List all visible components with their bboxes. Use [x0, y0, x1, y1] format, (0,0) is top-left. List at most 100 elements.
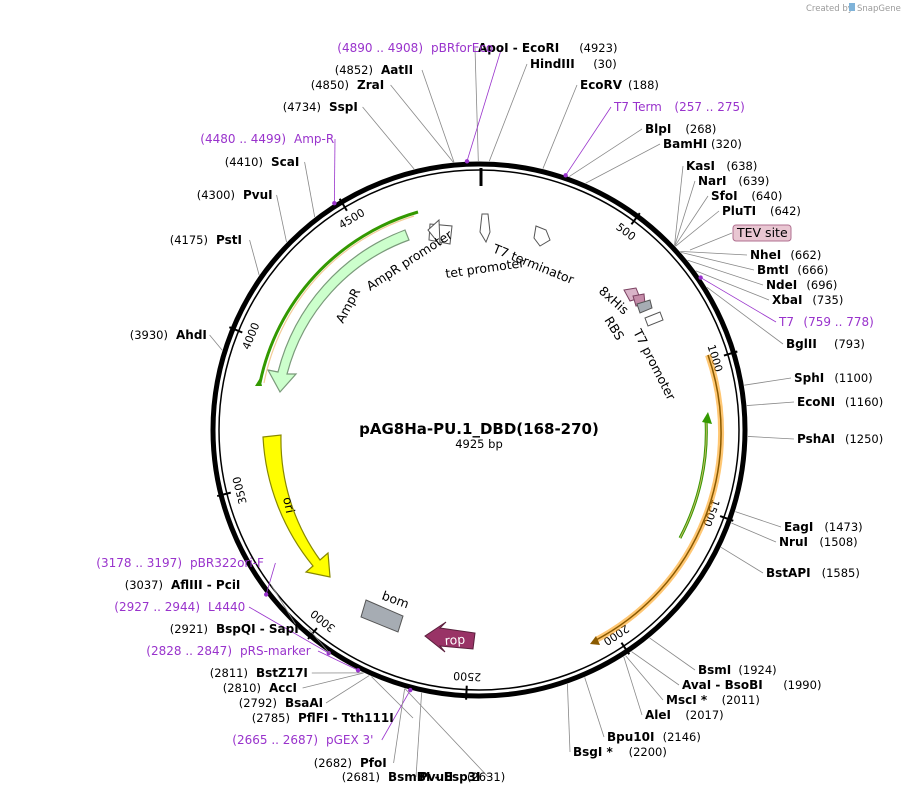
site-name: pRS-marker	[240, 644, 311, 658]
site-name: pBRforEco	[431, 41, 493, 55]
primer-label-t7[interactable]: T7(759 .. 778)	[778, 315, 874, 329]
site-label-hindiii[interactable]: HindIII(30)	[530, 57, 617, 71]
site-label-eagi[interactable]: EagI(1473)	[784, 520, 863, 534]
leader-line	[466, 47, 502, 162]
leader-line	[302, 672, 364, 689]
site-label-alei[interactable]: AleI(2017)	[645, 708, 724, 722]
site-label-sspi[interactable]: (4734)SspI	[283, 100, 358, 114]
site-label-xbai[interactable]: XbaI(735)	[772, 293, 843, 307]
feature-t7-terminator[interactable]	[533, 225, 551, 247]
site-label-bmti[interactable]: BmtI(666)	[757, 263, 828, 277]
site-name: PstI	[216, 233, 242, 247]
site-label-sphi[interactable]: SphI(1100)	[794, 371, 873, 385]
site-label-bspqi-sapi[interactable]: (2921)BspQI - SapI	[170, 622, 299, 636]
primer-label-amp-r[interactable]: (4480 .. 4499)Amp-R	[200, 132, 334, 146]
site-label-tev-site[interactable]: TEV site	[732, 224, 792, 242]
site-name: AhdI	[176, 328, 207, 342]
site-label-avai-bsobi[interactable]: AvaI - BsoBI(1990)	[682, 678, 821, 692]
feature-tet-promoter[interactable]	[479, 213, 491, 244]
site-position: (2682)	[314, 756, 352, 770]
site-position: (4852)	[335, 63, 373, 77]
primer-label-pgex-3[interactable]: (2665 .. 2687)pGEX 3'	[232, 733, 373, 747]
tick-label: 3500	[230, 475, 249, 505]
feature-rbs[interactable]	[636, 299, 653, 314]
site-name: AccI	[269, 681, 297, 695]
site-name: AvaI - BsoBI	[682, 678, 763, 692]
site-position: (2810)	[223, 681, 261, 695]
site-label-bglii[interactable]: BglII(793)	[786, 337, 865, 351]
site-label-pfoi[interactable]: (2682)PfoI	[314, 756, 387, 770]
site-label-nari[interactable]: NarI(639)	[698, 174, 769, 188]
site-position: (2665 .. 2687)	[232, 733, 318, 747]
site-label-bpu10i[interactable]: Bpu10I(2146)	[607, 730, 701, 744]
primer-label-pbr322ori-f[interactable]: (3178 .. 3197)pBR322ori-F	[96, 556, 264, 570]
site-name: ZraI	[357, 78, 384, 92]
feature-rop-arrow[interactable]	[424, 621, 476, 653]
leader-line	[567, 684, 571, 753]
site-name: SfoI	[711, 189, 738, 203]
site-label-bstapi[interactable]: BstAPI(1585)	[766, 566, 860, 580]
leader-line	[585, 143, 661, 184]
site-label-sfoi[interactable]: SfoI(640)	[711, 189, 782, 203]
site-position: (1160)	[845, 395, 883, 409]
site-label-econi[interactable]: EcoNI(1160)	[797, 395, 883, 409]
site-name: SphI	[794, 371, 824, 385]
feature-label-t7-promoter: T7 promoter	[630, 326, 679, 404]
feature-label-rbs: RBS	[601, 314, 627, 343]
site-label-pluti[interactable]: PluTI(642)	[722, 204, 801, 218]
site-position: (2828 .. 2847)	[146, 644, 232, 658]
site-label-afliii-pcii[interactable]: (3037)AflIII - PciI	[125, 578, 241, 592]
leader-line	[695, 270, 770, 301]
site-position: (4410)	[225, 155, 263, 169]
site-label-bsgi[interactable]: BsgI *(2200)	[573, 745, 667, 759]
site-position: (666)	[797, 263, 828, 277]
site-label-bsmi[interactable]: BsmI(1924)	[698, 663, 777, 677]
site-label-scai[interactable]: (4410)ScaI	[225, 155, 300, 169]
site-label-bstz17i[interactable]: (2811)BstZ17I	[210, 666, 308, 680]
site-label-pvui[interactable]: (4300)PvuI	[197, 188, 273, 202]
site-label-ndei[interactable]: NdeI(696)	[766, 278, 837, 292]
site-position: (2631)	[467, 770, 505, 784]
feature-t7-promoter[interactable]	[644, 311, 664, 327]
primer-label-l4440[interactable]: (2927 .. 2944)L4440	[114, 600, 245, 614]
feature-ampr-arrow[interactable]	[255, 210, 419, 394]
site-label-zrai[interactable]: (4850)ZraI	[311, 78, 384, 92]
primer-label-t7-term[interactable]: T7 Term(257 .. 275)	[613, 100, 745, 114]
primer-site-marker	[332, 200, 337, 206]
site-name: KasI	[686, 159, 715, 173]
tick-mark	[719, 515, 734, 522]
site-name: BlpI	[645, 122, 671, 136]
feature-ampr-promoter[interactable]	[427, 218, 453, 247]
site-label-pflfi-tth111i[interactable]: (2785)PflFI - Tth111I	[252, 711, 394, 725]
site-position: (639)	[738, 174, 769, 188]
site-label-ecorv[interactable]: EcoRV(188)	[580, 78, 659, 92]
site-label-kasi[interactable]: KasI(638)	[686, 159, 757, 173]
leader-line	[404, 688, 489, 778]
site-label-blpi[interactable]: BlpI(268)	[645, 122, 716, 136]
site-label-psti[interactable]: (4175)PstI	[170, 233, 242, 247]
site-position: (2792)	[239, 696, 277, 710]
site-label-ahdi[interactable]: (3930)AhdI	[130, 328, 207, 342]
site-label-msci[interactable]: MscI *(2011)	[666, 693, 760, 707]
site-label-pvuii[interactable]: PvuII(2631)	[419, 770, 505, 784]
site-label-aatii[interactable]: (4852)AatII	[335, 63, 413, 77]
site-label-acci[interactable]: (2810) AccI	[223, 681, 297, 695]
site-label-pshai[interactable]: PshAI(1250)	[797, 432, 883, 446]
site-label-bamhi[interactable]: BamHI(320)	[663, 137, 742, 151]
feature-orf-arrow[interactable]	[590, 354, 725, 645]
primer-site-marker	[698, 275, 703, 280]
primer-label-pbrforeco[interactable]: (4890 .. 4908)pBRforEco	[337, 41, 493, 55]
leader-line	[687, 259, 764, 286]
tick-mark	[630, 212, 641, 225]
site-label-nhei[interactable]: NheI(662)	[750, 248, 821, 262]
feature-bom[interactable]	[360, 599, 404, 633]
site-label-apoi-ecori[interactable]: ApoI - EcoRI(4923)	[478, 41, 617, 55]
site-label-nrui[interactable]: NruI(1508)	[779, 535, 858, 549]
feature-ori-arrow[interactable]	[262, 434, 331, 578]
primer-label-prs-marker[interactable]: (2828 .. 2847) pRS-marker	[146, 644, 310, 658]
leader-line	[568, 128, 643, 177]
site-label-bsmbi-esp3i[interactable]: (2681)BsmBI - Esp3I	[342, 770, 481, 784]
site-label-bsaai[interactable]: (2792)BsaAI	[239, 696, 323, 710]
site-name: BstZ17I	[256, 666, 308, 680]
site-name: NruI	[779, 535, 808, 549]
